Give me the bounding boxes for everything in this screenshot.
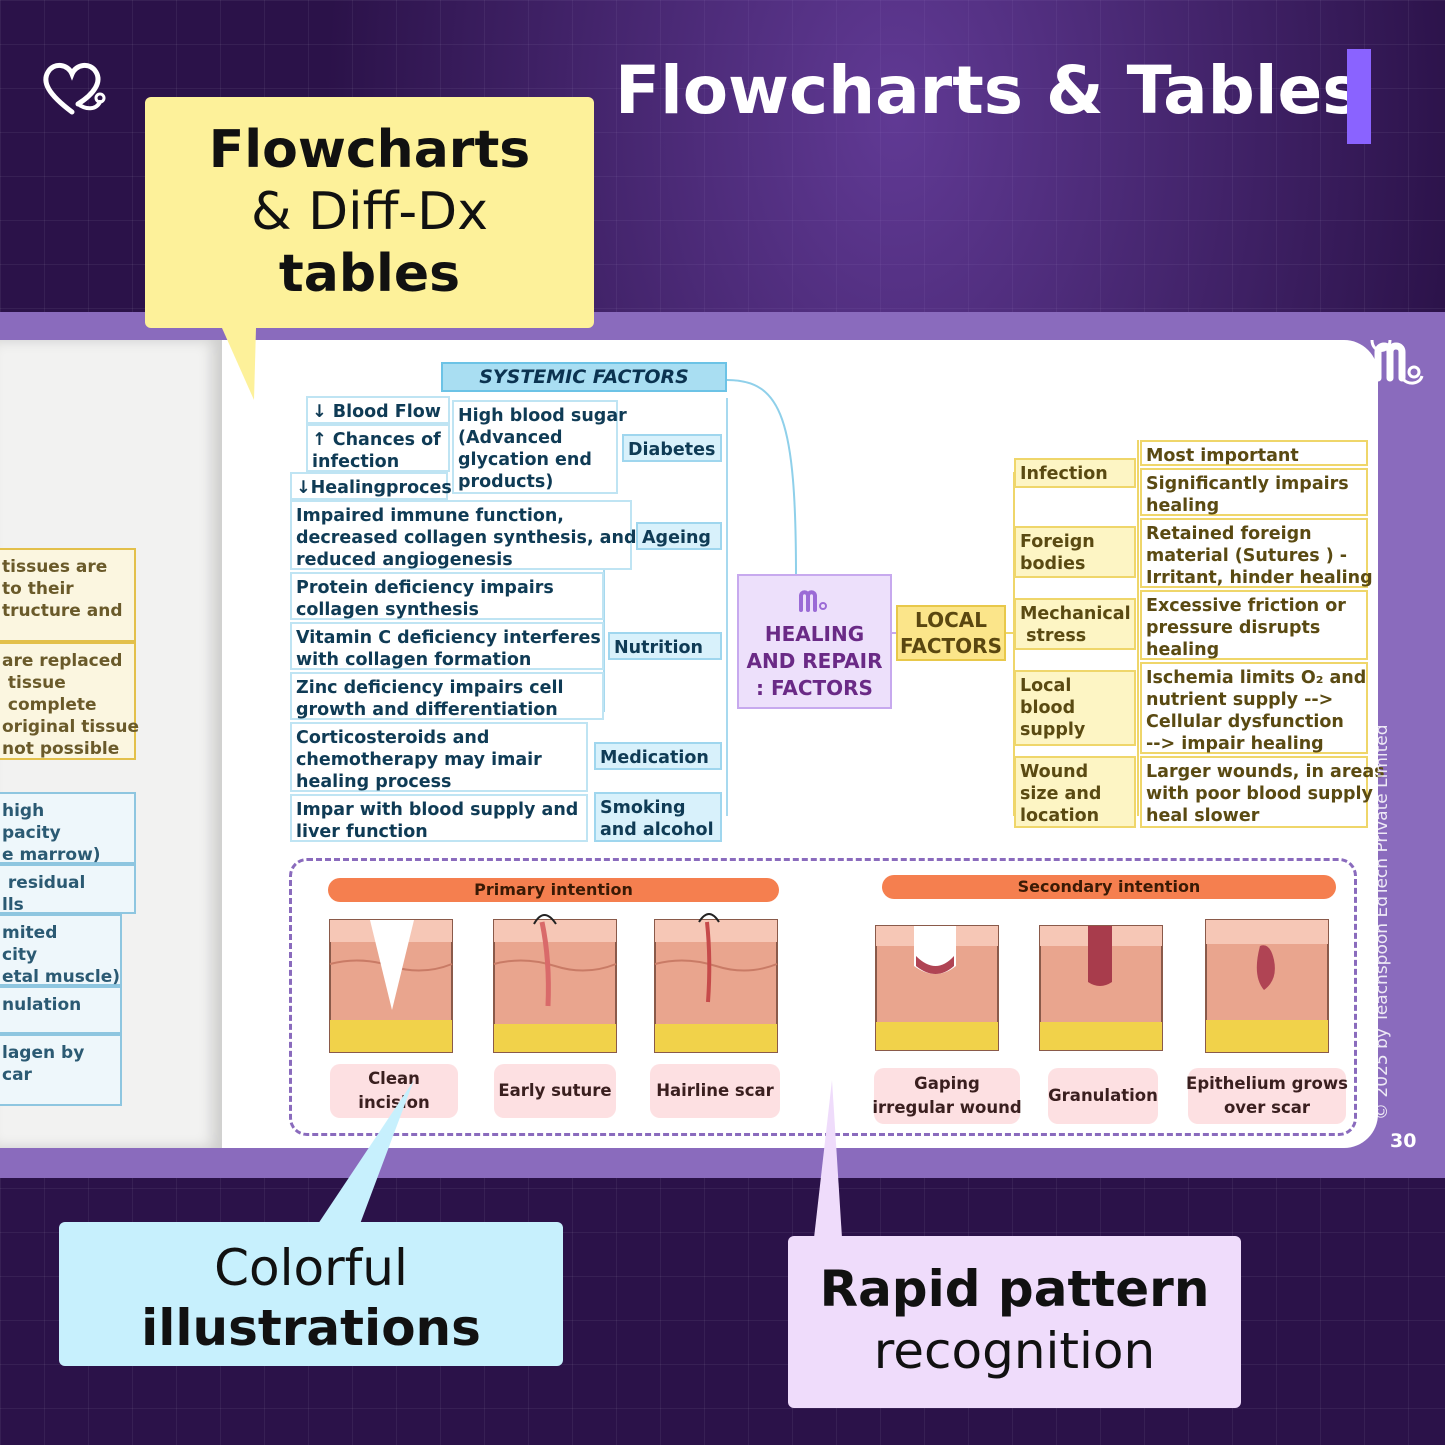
wound-size-box: Wound size and location bbox=[1014, 756, 1136, 828]
illustrations-callout-line2: illustrations bbox=[141, 1299, 481, 1357]
healing-repair-node: HEALING AND REPAIR : FACTORS bbox=[737, 574, 892, 709]
blood-flow-box: ↓ Blood Flow bbox=[306, 396, 450, 424]
gaping-wound-illustration bbox=[875, 925, 999, 1051]
healing-process-box: ↓Healingprocess bbox=[290, 472, 462, 500]
pattern-callout-line2: recognition bbox=[873, 1322, 1156, 1380]
center-node-label: HEALING AND REPAIR : FACTORS bbox=[746, 622, 883, 700]
epithelium-illustration bbox=[1205, 919, 1329, 1053]
flowcharts-callout-line2: & Diff-Dx bbox=[251, 182, 488, 242]
local-factors-node: LOCAL FACTORS bbox=[896, 605, 1006, 661]
larger-wounds-box: Larger wounds, in areas with poor blood … bbox=[1140, 756, 1385, 828]
nutrition-box: Nutrition bbox=[608, 632, 722, 660]
pattern-recognition-callout: Rapid pattern recognition bbox=[788, 1236, 1241, 1408]
wound-label-early-suture: Early suture bbox=[494, 1064, 616, 1118]
m-stethoscope-logo-icon bbox=[1370, 339, 1424, 385]
copyright-text: © 2025 by Teachspoon EdTech Private Limi… bbox=[1372, 724, 1392, 1120]
left-box-2: are replaced tissue complete original ti… bbox=[0, 642, 139, 760]
local-blood-supply-box: Local blood supply bbox=[1014, 670, 1136, 746]
wound-label-clean-incision: Clean incision bbox=[330, 1064, 458, 1118]
significantly-impairs-box: Significantly impairs healing bbox=[1140, 468, 1368, 516]
left-box-5: mited city etal muscle) bbox=[0, 914, 122, 987]
wound-label-epithelium: Epithelium grows over scar bbox=[1186, 1068, 1348, 1124]
foreign-bodies-box: Foreign bodies bbox=[1014, 526, 1136, 578]
illustrations-callout: Colorful illustrations bbox=[59, 1222, 563, 1366]
flowcharts-callout-line1: Flowcharts bbox=[208, 120, 531, 180]
retained-foreign-box: Retained foreign material (Sutures ) - I… bbox=[1140, 518, 1373, 588]
illustrations-callout-line1: Colorful bbox=[214, 1239, 408, 1297]
flowcharts-callout-line3: tables bbox=[278, 244, 461, 304]
ageing-description-box: Impaired immune function, decreased coll… bbox=[290, 500, 636, 570]
zinc-deficiency-box: Zinc deficiency impairs cell growth and … bbox=[290, 672, 604, 720]
mechanical-stress-box: Mechanical stress bbox=[1014, 598, 1136, 650]
most-important-box: Most important bbox=[1140, 440, 1368, 466]
pattern-callout-line1: Rapid pattern bbox=[819, 1260, 1210, 1318]
hairline-scar-illustration bbox=[654, 913, 778, 1053]
protein-deficiency-box: Protein deficiency impairs collagen synt… bbox=[290, 572, 604, 620]
left-box-6: nulation bbox=[0, 986, 122, 1034]
high-blood-sugar-box: High blood sugar (Advanced glycation end… bbox=[452, 400, 627, 494]
granulation-illustration bbox=[1039, 925, 1163, 1051]
wound-label-granulation: Granulation bbox=[1048, 1068, 1158, 1124]
vitamin-c-box: Vitamin C deficiency interferes with col… bbox=[290, 622, 604, 670]
left-page: tissues are to their tructure and are re… bbox=[0, 340, 222, 1148]
wound-label-hairline-scar: Hairline scar bbox=[650, 1064, 780, 1118]
diabetes-box: Diabetes bbox=[622, 434, 722, 462]
primary-intention-bar: Primary intention bbox=[328, 878, 779, 902]
title-accent-bar bbox=[1347, 49, 1371, 144]
page-number: 30 bbox=[1390, 1130, 1417, 1152]
early-suture-illustration bbox=[493, 914, 617, 1053]
smoking-alcohol-box: Smoking and alcohol bbox=[594, 792, 722, 842]
secondary-intention-bar: Secondary intention bbox=[882, 875, 1336, 899]
flowcharts-callout: Flowcharts & Diff-Dx tables bbox=[145, 97, 594, 328]
heart-stethoscope-logo-icon bbox=[43, 63, 106, 115]
left-box-4: residual lls bbox=[0, 864, 136, 915]
infection-box: Infection bbox=[1014, 458, 1136, 488]
medication-box: Medication bbox=[594, 742, 722, 770]
left-box-3: high pacity e marrow) bbox=[0, 792, 136, 865]
infection-chance-box: ↑ Chances of infection bbox=[306, 424, 450, 472]
left-box-1: tissues are to their tructure and bbox=[0, 548, 136, 642]
wound-label-gaping: Gaping irregular wound bbox=[872, 1068, 1022, 1124]
corticosteroids-box: Corticosteroids and chemotherapy may ima… bbox=[290, 722, 588, 792]
page-title: Flowcharts & Tables bbox=[615, 52, 1362, 129]
m-logo-icon bbox=[798, 590, 827, 612]
ageing-box: Ageing bbox=[636, 522, 722, 550]
systemic-factors-title: SYSTEMIC FACTORS bbox=[441, 362, 727, 392]
ischemia-box: Ischemia limits O₂ and nutrient supply -… bbox=[1140, 662, 1368, 754]
blood-supply-liver-box: Impar with blood supply and liver functi… bbox=[290, 794, 588, 842]
clean-incision-illustration bbox=[329, 919, 453, 1053]
left-box-7: lagen by car bbox=[0, 1034, 122, 1106]
friction-box: Excessive friction or pressure disrupts … bbox=[1140, 590, 1368, 660]
